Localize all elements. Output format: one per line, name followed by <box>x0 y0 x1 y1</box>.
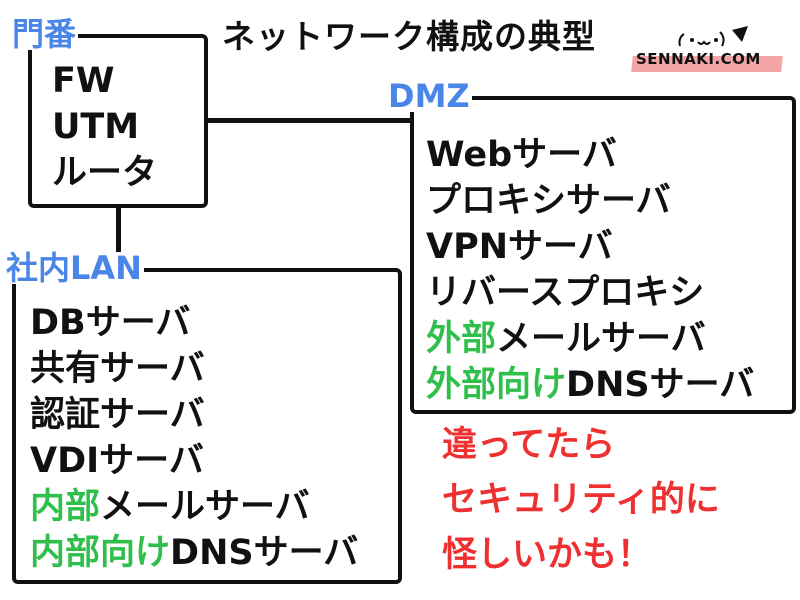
dmz-item: 外部メールサーバ <box>426 319 706 359</box>
lan-item: 認証サーバ <box>30 395 205 435</box>
note-line: セキュリティ的に <box>442 480 720 520</box>
lan-item: VDIサーバ <box>30 441 204 481</box>
lan-item: 共有サーバ <box>30 349 205 389</box>
lan-box <box>12 268 402 584</box>
gate-box <box>28 34 208 208</box>
lan-items: DBサーバ 共有サーバ 認証サーバ VDIサーバ 内部メールサーバ 内部向けDN… <box>30 300 358 576</box>
warning-note: 違ってたら セキュリティ的に 怪しいかも！ <box>442 418 720 583</box>
lan-item: DBサーバ <box>30 303 191 343</box>
diagram-title: ネットワーク構成の典型 <box>222 17 596 56</box>
gate-item-utm: UTM <box>52 107 140 147</box>
dmz-label: DMZ <box>386 77 472 115</box>
dmz-items: Webサーバ プロキシサーバ VPNサーバ リバースプロキシ 外部メールサーバ … <box>426 132 754 408</box>
note-line: 違ってたら <box>442 425 616 465</box>
site-watermark: SENNAKI.COM <box>631 50 783 74</box>
dmz-item: 外部向けDNSサーバ <box>426 365 755 405</box>
connector-gate-lan <box>116 205 121 257</box>
dmz-item: VPNサーバ <box>426 227 613 267</box>
lan-label: 社内LAN <box>4 249 144 287</box>
gate-item-fw: FW <box>52 61 115 101</box>
lan-item: 内部メールサーバ <box>30 487 310 527</box>
gate-item-router: ルータ <box>52 153 158 193</box>
gate-label: 門番 <box>10 15 79 53</box>
dmz-item: プロキシサーバ <box>426 181 671 221</box>
lan-item: 内部向けDNSサーバ <box>30 533 359 573</box>
dmz-item: Webサーバ <box>426 135 617 175</box>
doodle-face-icon <box>678 26 748 47</box>
dmz-item: リバースプロキシ <box>426 273 705 313</box>
note-line: 怪しいかも！ <box>442 535 653 575</box>
gate-items: FW UTM ルータ <box>52 58 157 196</box>
dmz-box <box>410 96 796 414</box>
watermark-text: SENNAKI.COM <box>636 50 761 68</box>
connector-gate-dmz <box>204 118 414 123</box>
